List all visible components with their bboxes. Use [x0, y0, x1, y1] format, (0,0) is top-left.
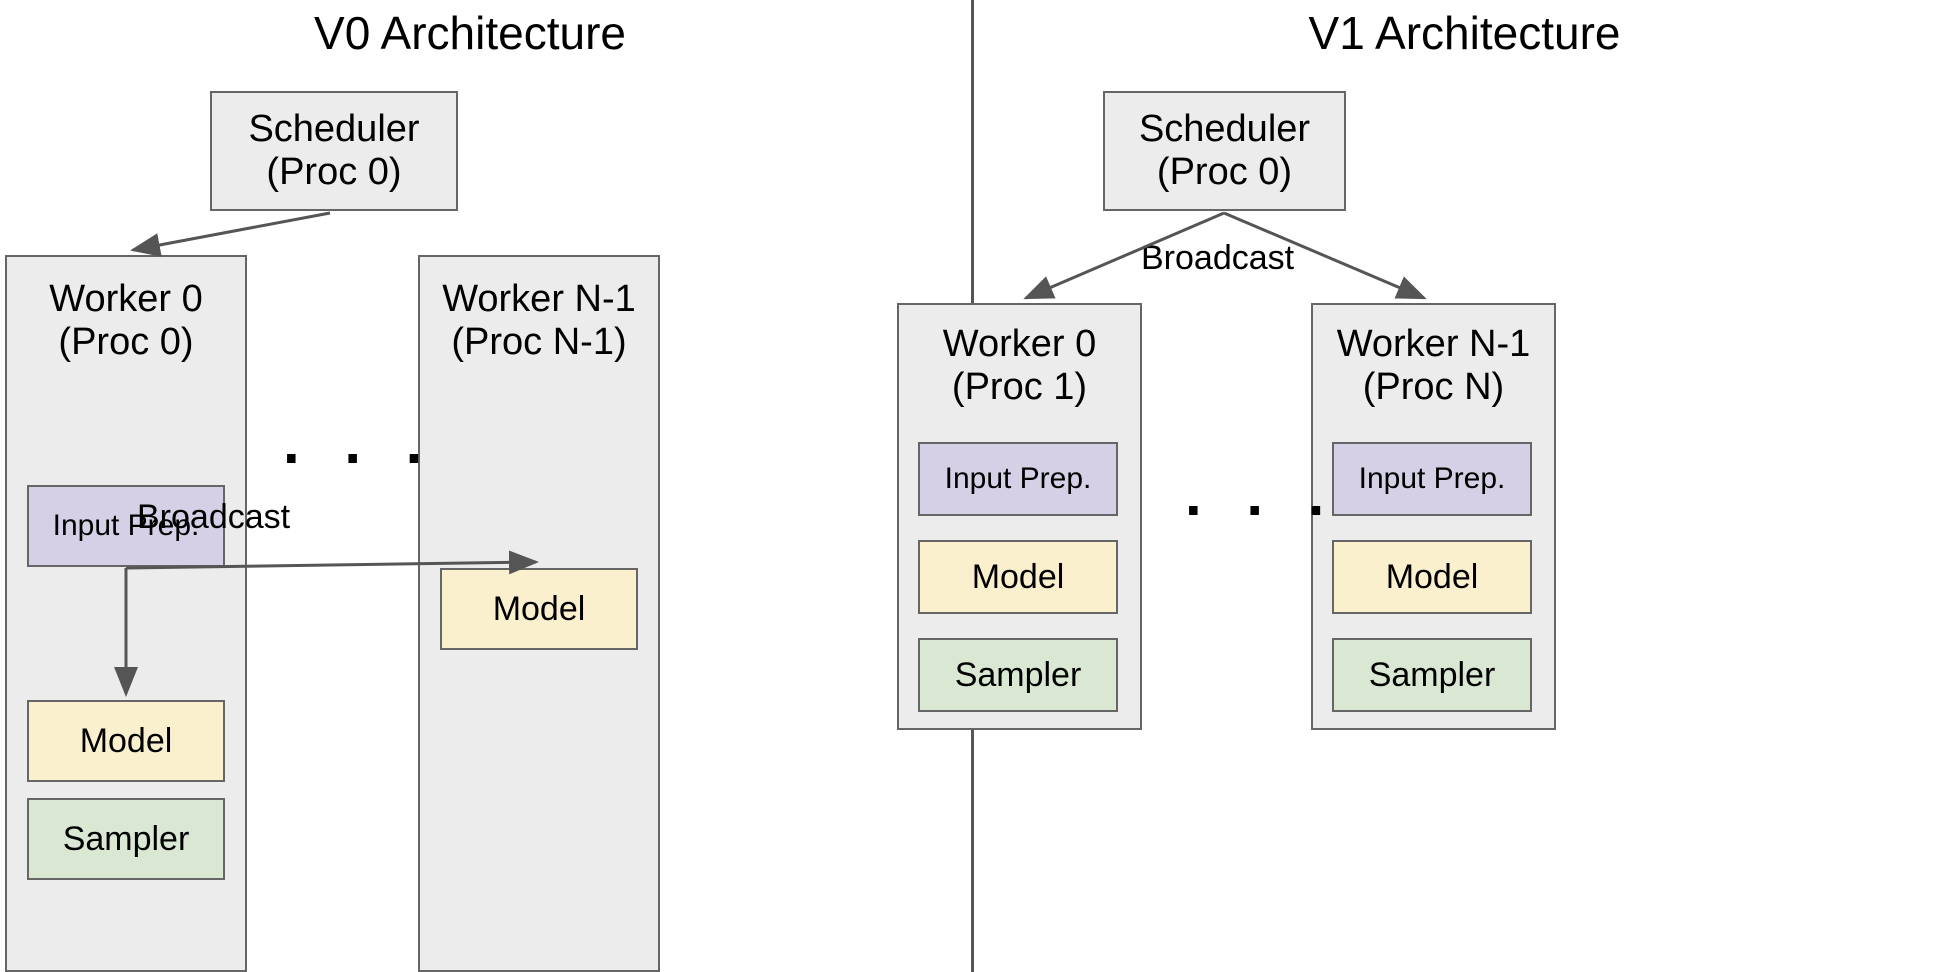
v0-worker-0-line2: (Proc 0): [58, 320, 194, 363]
v1-worker-n1-line2: (Proc N): [1362, 365, 1505, 408]
v1-worker-n1-line1: Worker N-1: [1336, 323, 1531, 365]
v1-worker-n1-input-prep[interactable]: Input Prep.: [1332, 442, 1532, 516]
v0-worker-0-model-label: Model: [79, 721, 173, 760]
v1-ellipsis: . . .: [1185, 461, 1339, 528]
v1-worker-0-title: Worker 0 (Proc 1): [943, 323, 1096, 408]
v0-scheduler-title: Scheduler (Proc 0): [248, 108, 419, 193]
v0-ellipsis: . . .: [283, 409, 437, 476]
v1-worker-n1-sampler-label: Sampler: [1368, 655, 1496, 694]
v0-worker-0-model[interactable]: Model: [27, 700, 225, 782]
v1-scheduler-line2: (Proc 0): [1156, 151, 1293, 193]
v1-worker-0-model-label: Model: [971, 557, 1065, 596]
v0-worker-0-input-prep-label: Input Prep.: [52, 509, 200, 543]
v1-worker-0-line1: Worker 0: [942, 323, 1097, 365]
v0-worker-0-title: Worker 0 (Proc 0): [49, 278, 202, 363]
v1-worker-0-sampler[interactable]: Sampler: [918, 638, 1118, 712]
v1-worker-n1-input-prep-label: Input Prep.: [1358, 462, 1506, 496]
v1-scheduler-box[interactable]: Scheduler (Proc 0): [1103, 91, 1346, 211]
v1-worker-n1-title: Worker N-1 (Proc N): [1337, 323, 1531, 408]
v1-worker-n1-sampler[interactable]: Sampler: [1332, 638, 1532, 712]
v0-broadcast-label: Broadcast: [137, 498, 291, 536]
v1-scheduler-line1: Scheduler: [1138, 108, 1311, 151]
panel-title-v0: V0 Architecture: [314, 7, 626, 59]
v1-worker-n1-model-label: Model: [1385, 557, 1479, 596]
panel-title-v1: V1 Architecture: [1308, 7, 1621, 59]
v1-worker-0-line2: (Proc 1): [951, 365, 1088, 408]
v0-arrow-scheduler-to-worker0: [130, 211, 331, 257]
v0-worker-0-input-prep[interactable]: Input Prep.: [27, 485, 225, 567]
v0-worker-0-line1: Worker 0: [49, 278, 203, 320]
v1-worker-0-sampler-label: Sampler: [954, 655, 1082, 694]
v0-worker-n1-line2: (Proc N-1): [451, 320, 627, 363]
v0-scheduler-line1: Scheduler: [248, 108, 420, 151]
v0-scheduler-box[interactable]: Scheduler (Proc 0): [210, 91, 458, 211]
v0-worker-n1-model[interactable]: Model: [440, 568, 638, 650]
v1-worker-0-input-prep[interactable]: Input Prep.: [918, 442, 1118, 516]
v1-worker-n1-model[interactable]: Model: [1332, 540, 1532, 614]
v0-scheduler-line2: (Proc 0): [266, 151, 402, 193]
v0-worker-n1-model-label: Model: [492, 589, 586, 628]
v1-broadcast-label: Broadcast: [1141, 239, 1295, 277]
v1-worker-0-model[interactable]: Model: [918, 540, 1118, 614]
v0-worker-0-sampler[interactable]: Sampler: [27, 798, 225, 880]
v1-worker-0-input-prep-label: Input Prep.: [944, 462, 1092, 496]
v0-worker-n1-title: Worker N-1 (Proc N-1): [442, 278, 636, 363]
v0-worker-0-sampler-label: Sampler: [62, 819, 190, 858]
v1-scheduler-title: Scheduler (Proc 0): [1139, 108, 1310, 193]
v0-worker-n1-line1: Worker N-1: [442, 278, 636, 320]
